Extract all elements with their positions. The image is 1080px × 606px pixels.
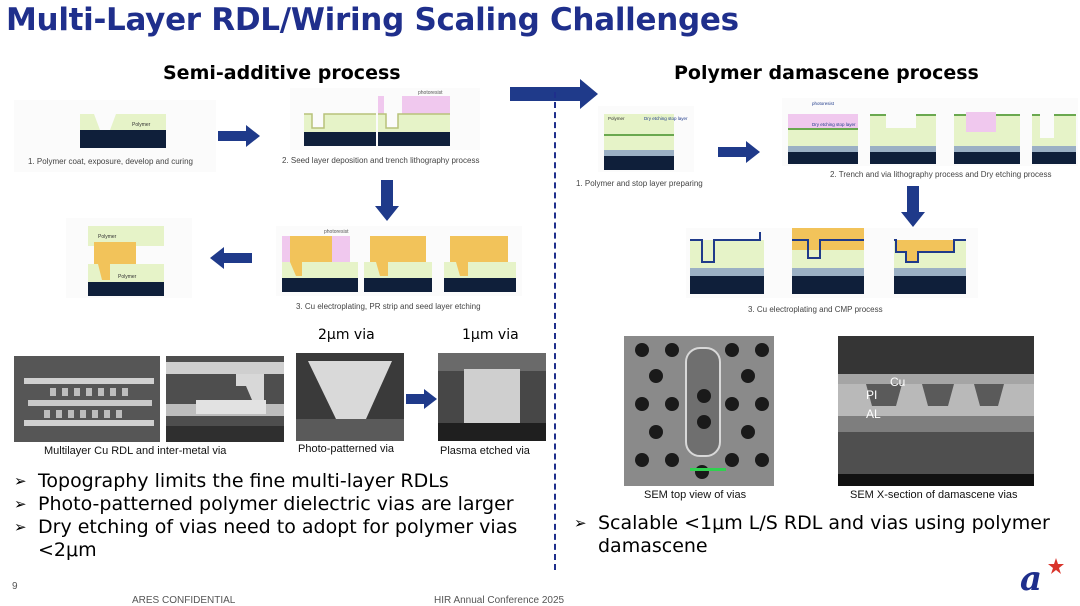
right-bullet-list: ➢Scalable <1μm L/S RDL and vias using po…	[574, 512, 1064, 558]
sem-top-view-image	[624, 336, 774, 486]
inter-metal-via-sem-image	[166, 356, 284, 442]
arrow-right-icon	[218, 125, 260, 147]
left-step1-caption: 1. Polymer coat, exposure, develop and c…	[28, 157, 193, 166]
svg-text:a: a	[1020, 559, 1042, 596]
page-number: 9	[12, 581, 18, 592]
multilayer-diagram: Polymer Polymer	[66, 218, 192, 298]
ares-logo-icon: a	[1020, 558, 1064, 596]
damascene-step3-diagram	[686, 228, 978, 298]
right-heading: Polymer damascene process	[674, 62, 979, 84]
right-step3-caption: 3. Cu electroplating and CMP process	[748, 305, 883, 314]
left-step3-caption: 3. Cu electroplating, PR strip and seed …	[296, 302, 481, 311]
arrow-down-icon	[901, 186, 925, 227]
polymer-label: Polymer	[132, 122, 151, 128]
photo-patterned-via-sem-image	[296, 353, 404, 441]
slide-title: Multi-Layer RDL/Wiring Scaling Challenge…	[6, 2, 739, 38]
via-title-1um: 1μm via	[462, 327, 519, 343]
arrow-down-icon	[375, 180, 399, 221]
photoresist-label: photoresist	[418, 90, 443, 96]
multilayer-rdl-sem-image	[14, 356, 160, 442]
step3-diagram: photoresist	[276, 226, 522, 296]
caption-multilayer-rdl: Multilayer Cu RDL and inter-metal via	[44, 445, 227, 457]
svg-text:Polymer: Polymer	[98, 234, 117, 240]
section-divider	[554, 92, 556, 570]
bullet-item: ➢Scalable <1μm L/S RDL and vias using po…	[574, 512, 1050, 557]
arrow-bullet-icon: ➢	[14, 518, 27, 536]
arrow-right-icon	[406, 389, 437, 409]
sem-x-section-image: Cu PI AL	[838, 336, 1034, 486]
caption-sem-x-section: SEM X-section of damascene vias	[850, 489, 1018, 501]
arrow-bullet-icon: ➢	[574, 514, 587, 532]
right-step2-caption: 2. Trench and via lithography process an…	[830, 170, 1052, 179]
svg-text:Dry etching stop layer: Dry etching stop layer	[644, 116, 688, 121]
plasma-etched-via-sem-image	[438, 353, 546, 441]
arrow-bullet-icon: ➢	[14, 495, 27, 513]
svg-text:Polymer: Polymer	[118, 274, 137, 280]
svg-text:Polymer: Polymer	[608, 116, 625, 121]
left-heading: Semi-additive process	[163, 62, 401, 84]
footer-conference: HIR Annual Conference 2025	[434, 595, 565, 606]
sem-label-cu: Cu	[890, 375, 905, 389]
left-bullet-list: ➢Topography limits the fine multi-layer …	[14, 470, 544, 562]
arrow-right-icon	[718, 141, 760, 163]
footer-confidential: ARES CONFIDENTIAL	[132, 595, 236, 606]
right-step1-caption: 1. Polymer and stop layer preparing	[576, 179, 703, 188]
caption-photo-patterned-via: Photo-patterned via	[298, 443, 395, 455]
bullet-item: ➢Topography limits the fine multi-layer …	[14, 470, 449, 492]
svg-text:Dry etching stop layer: Dry etching stop layer	[812, 122, 856, 127]
caption-plasma-etched-via: Plasma etched via	[440, 445, 530, 457]
arrow-left-icon	[210, 247, 252, 269]
via-title-2um: 2μm via	[318, 327, 375, 343]
svg-text:photoresist: photoresist	[812, 101, 835, 106]
left-step2-caption: 2. Seed layer deposition and trench lith…	[282, 156, 480, 165]
step1-diagram: Polymer	[14, 100, 216, 172]
caption-sem-top-view: SEM top view of vias	[644, 489, 747, 501]
step2-diagram: photoresist	[290, 88, 480, 150]
bullet-item: ➢Dry etching of vias need to adopt for p…	[14, 516, 518, 561]
arrow-bullet-icon: ➢	[14, 472, 27, 490]
svg-text:photoresist: photoresist	[324, 229, 349, 235]
sem-label-al: AL	[866, 407, 881, 421]
sem-label-pi: PI	[866, 388, 877, 402]
damascene-step1-diagram: Polymer Dry etching stop layer	[598, 106, 694, 172]
bullet-item: ➢Photo-patterned polymer dielectric vias…	[14, 493, 514, 515]
damascene-step2-diagram: photoresist Dry etching stop layer	[782, 98, 1078, 166]
